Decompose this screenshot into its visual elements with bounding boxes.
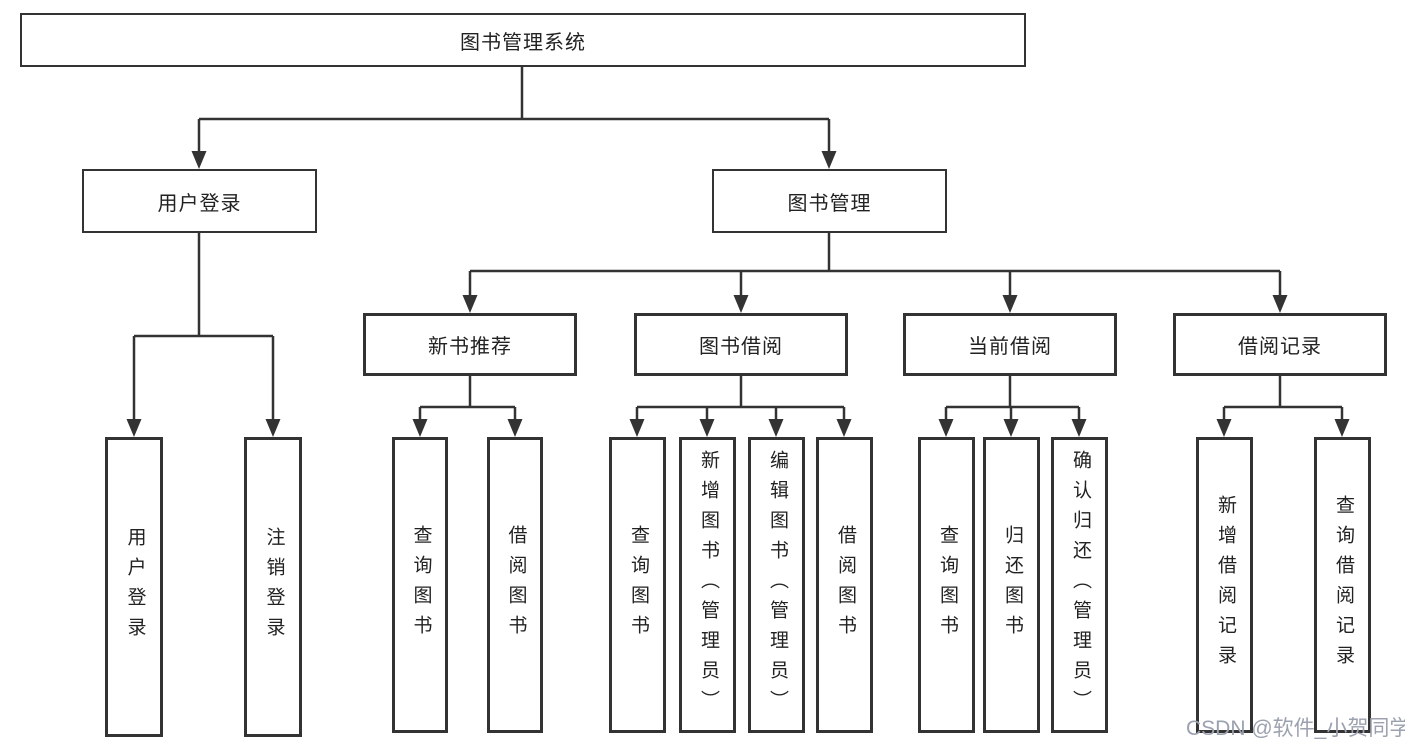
leaf-query-books-3: 查询图书 xyxy=(918,437,975,733)
leaf-query-books-2: 查询图书 xyxy=(609,437,666,733)
node-new-book-recommend: 新书推荐 xyxy=(363,313,577,376)
leaf-query-borrow-record: 查询借阅记录 xyxy=(1314,437,1371,733)
node-system-root-label: 图书管理系统 xyxy=(460,31,586,54)
node-current-borrowing-label: 当前借阅 xyxy=(968,336,1052,358)
leaf-borrow-books-2: 借阅图书 xyxy=(816,437,873,733)
node-book-borrowing: 图书借阅 xyxy=(634,313,848,376)
leaf-confirm-return-admin: 确认归还（管理员） xyxy=(1051,437,1108,733)
node-book-borrowing-label: 图书借阅 xyxy=(699,336,783,358)
node-borrowing-records: 借阅记录 xyxy=(1173,313,1387,376)
leaf-user-login: 用户登录 xyxy=(105,437,163,737)
node-user-login: 用户登录 xyxy=(82,169,317,233)
node-book-management-label: 图书管理 xyxy=(787,192,872,215)
node-new-book-recommend-label: 新书推荐 xyxy=(428,336,512,358)
node-borrowing-records-label: 借阅记录 xyxy=(1238,336,1322,358)
leaf-return-books: 归还图书 xyxy=(983,437,1040,733)
leaf-borrow-books-1: 借阅图书 xyxy=(487,437,543,733)
node-user-login-label: 用户登录 xyxy=(157,192,242,215)
leaf-add-books-admin: 新增图书（管理员） xyxy=(679,437,736,733)
leaf-edit-books-admin: 编辑图书（管理员） xyxy=(748,437,805,733)
node-system-root: 图书管理系统 xyxy=(20,13,1026,67)
arrowheads xyxy=(126,151,1350,437)
leaf-logout: 注销登录 xyxy=(244,437,302,737)
leaf-query-books-1: 查询图书 xyxy=(392,437,448,733)
node-book-management: 图书管理 xyxy=(712,169,947,233)
node-current-borrowing: 当前借阅 xyxy=(903,313,1117,376)
leaf-add-borrow-record: 新增借阅记录 xyxy=(1196,437,1253,733)
csdn-watermark: CSDN @软件_小贺同学 xyxy=(1186,717,1405,740)
